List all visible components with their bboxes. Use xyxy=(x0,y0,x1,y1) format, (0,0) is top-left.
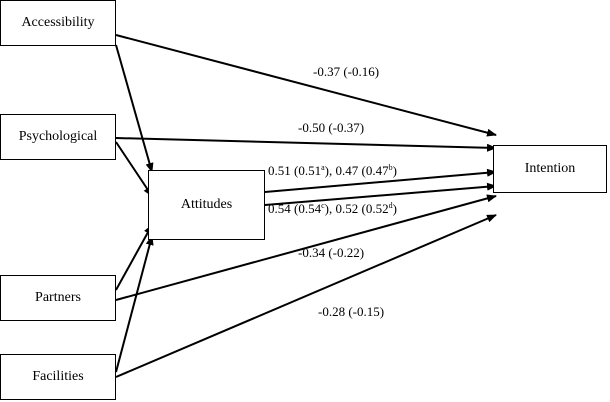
coef-psychological-intention: -0.50 (-0.37) xyxy=(298,120,365,135)
coef-d-sup: d xyxy=(388,201,393,210)
arrow-psychological-attitudes xyxy=(115,141,153,197)
arrow-facilities-attitudes xyxy=(115,235,154,373)
coef-d-paren: (0.52 xyxy=(361,201,389,216)
node-psychological-label: Psychological xyxy=(18,129,98,144)
coef-accessibility-intention: -0.37 (-0.16) xyxy=(313,64,380,79)
coef-d-value: 0.52 xyxy=(335,201,359,216)
node-accessibility-label: Accessibility xyxy=(21,15,95,30)
node-psychological: Psychological xyxy=(0,114,116,160)
coef-c-close: ), xyxy=(324,201,333,216)
coef-a-value: 0.51 xyxy=(268,163,291,178)
node-intention: Intention xyxy=(493,145,607,193)
node-facilities: Facilities xyxy=(0,354,116,400)
node-partners-label: Partners xyxy=(35,290,81,305)
arrow-accessibility-intention xyxy=(115,34,497,137)
node-accessibility: Accessibility xyxy=(0,0,116,46)
coef-c-sup: c xyxy=(321,201,325,210)
arrow-attitudes-intention-upper xyxy=(264,168,497,193)
node-facilities-label: Facilities xyxy=(32,369,84,384)
coef-facilities-intention: -0.28 (-0.15) xyxy=(318,304,385,319)
arrow-accessibility-attitudes xyxy=(115,44,154,173)
coef-b-close: ) xyxy=(392,163,397,178)
node-intention-label: Intention xyxy=(524,161,576,176)
coef-b-paren: (0.47 xyxy=(361,163,389,178)
arrow-partners-intention xyxy=(115,194,497,301)
coef-a-paren: (0.51 xyxy=(294,163,322,178)
coef-attitudes-intention-lower: 0.54 (0.54c), 0.52 (0.52d) xyxy=(268,201,397,217)
coef-attitudes-intention-upper: 0.51 (0.51a), 0.47 (0.47b) xyxy=(268,163,397,179)
coef-d-close: ) xyxy=(392,201,397,216)
coef-c-value: 0.54 xyxy=(268,201,291,216)
node-partners: Partners xyxy=(0,275,116,321)
arrow-psychological-intention xyxy=(115,137,497,152)
arrow-facilities-intention xyxy=(115,214,497,378)
arrow-attitudes-intention-lower xyxy=(264,182,497,206)
coef-c-paren: (0.54 xyxy=(294,201,322,216)
node-attitudes-label: Attitudes xyxy=(180,197,233,212)
coef-b-value: 0.47 xyxy=(335,163,359,178)
coef-a-close: ), xyxy=(324,163,333,178)
coef-a-sup: a xyxy=(321,163,325,172)
node-attitudes: Attitudes xyxy=(148,170,265,240)
coef-b-sup: b xyxy=(388,163,393,172)
coef-partners-intention: -0.34 (-0.22) xyxy=(298,245,365,260)
